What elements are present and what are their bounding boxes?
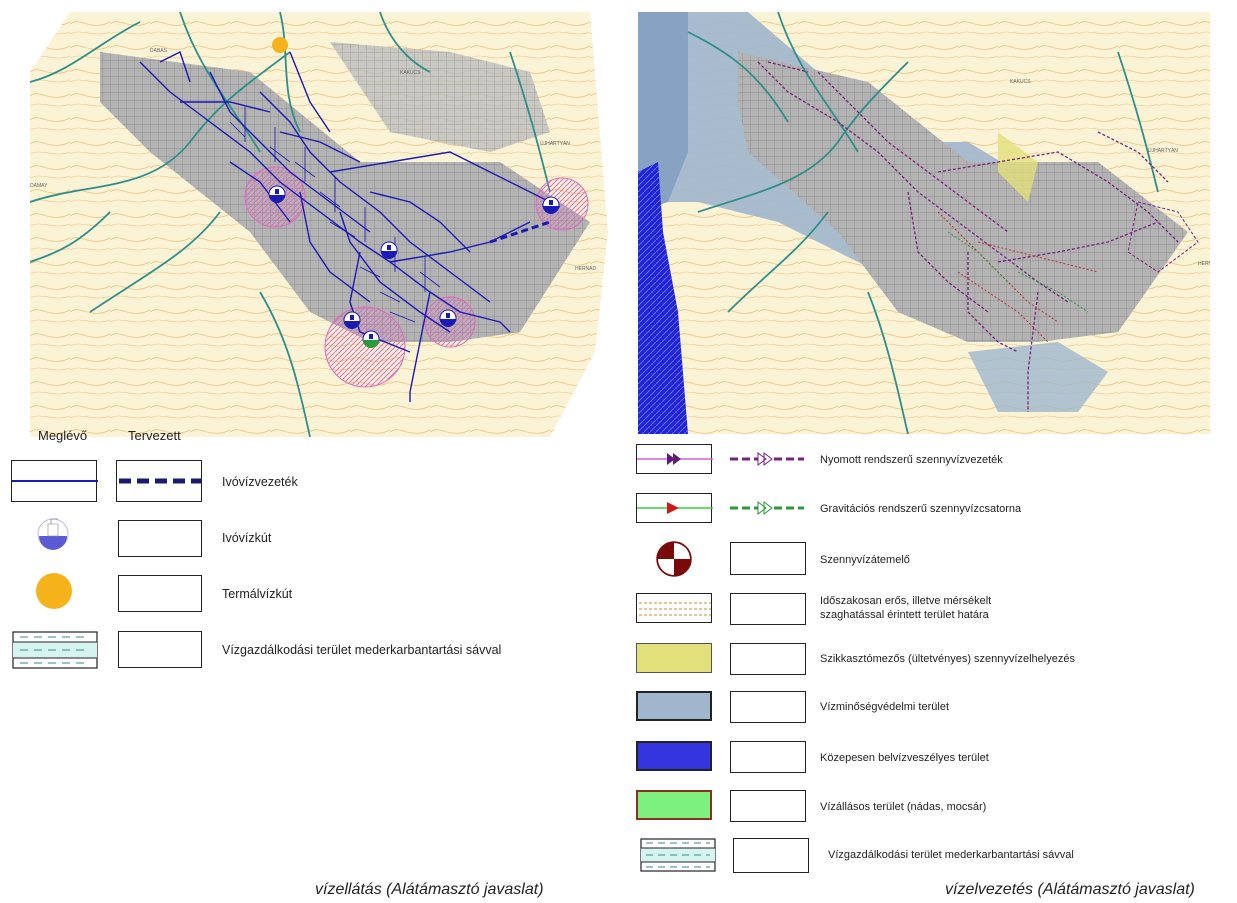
legend-swatch-planned-water-quality (730, 691, 806, 723)
legend-swatch-marsh (636, 790, 712, 820)
pumping-station-icon (655, 540, 693, 583)
legend-swatch-planned-infiltration (730, 643, 806, 675)
legend-label-thermal-well: Termálvízkút (222, 587, 293, 601)
legend-swatch-planned-odour (730, 593, 806, 625)
legend-label-odour-zone: Időszakosan erős, illetve mérsékelt szag… (820, 595, 992, 621)
legend-label-water-quality-protection: Vízminőségvédelmi terület (820, 701, 950, 713)
drinking-well-marker (380, 241, 398, 259)
legend-swatch-gravity-sewer-existing (636, 493, 713, 523)
place-label: ÚJHARTYÁN (540, 140, 570, 147)
place-label: ÚJHARTYÁN (1148, 147, 1178, 154)
legend-label-infiltration: Szikkasztómezős (ültetvényes) szennyvíze… (820, 653, 1075, 665)
legend-swatch-pressure-sewer-planned (728, 448, 806, 475)
legend-swatch-pressure-sewer-existing (636, 444, 713, 474)
thermal-well-icon (35, 572, 73, 615)
drinking-well-marker (343, 311, 361, 329)
legend-swatch-odour-zone (636, 593, 712, 623)
legend-label-water-management: Vízgazdálkodási terület mederkarbantartá… (222, 643, 502, 657)
water-supply-map: KAKUCS DABAS DAMAY HERNÁD ÚJHARTYÁN (30, 12, 608, 437)
legend-swatch-planned-pump (730, 542, 806, 575)
drinking-water-well-icon (33, 514, 73, 559)
place-label: KAKUCS (400, 70, 421, 76)
legend-label-inland-water-risk: Közepesen belvízveszélyes terület (820, 752, 989, 764)
place-label: DAMAY (30, 183, 48, 189)
legend-swatch-planned-water-management (118, 631, 202, 668)
legend-label-marsh: Vízállásos terület (nádas, mocsár) (820, 801, 987, 813)
planned-well-marker (362, 330, 380, 348)
legend-label-drinking-well: Ivóvízkút (222, 531, 272, 545)
legend-swatch-planned-water-management-right (733, 838, 809, 873)
legend-swatch-inland-water-risk (636, 741, 712, 771)
legend-swatch-water-quality-protection (636, 691, 712, 721)
legend-label-water-main: Ivóvízvezeték (222, 475, 298, 489)
legend-label-gravity-sewer: Gravitációs rendszerű szennyvízcsatorna (820, 503, 1022, 515)
legend-swatch-water-management (12, 631, 98, 669)
legend-swatch-planned-marsh (730, 790, 806, 822)
place-label: HERNÁD (1198, 260, 1210, 267)
legend-swatch-planned-well (118, 520, 202, 557)
drinking-well-marker (542, 196, 560, 214)
legend-swatch-planned-water-main (116, 460, 202, 502)
legend-swatch-infiltration (636, 643, 712, 673)
legend-header-existing: Meglévő (38, 428, 88, 443)
place-label: DABAS (150, 48, 168, 54)
legend-swatch-water-management-right (640, 838, 716, 872)
legend-swatch-existing-water-main (11, 460, 98, 502)
drinking-well-marker (268, 185, 286, 203)
drainage-map: KAKUCS ÚJHARTYÁN HERNÁD (638, 12, 1210, 434)
legend-swatch-planned-inland-water (730, 741, 806, 773)
legend-swatch-planned-thermal (118, 575, 202, 612)
legend-label-pressure-sewer: Nyomott rendszerű szennyvízvezeték (820, 454, 1003, 466)
caption-drainage: vízelvezetés (Alátámasztó javaslat) (945, 881, 1195, 898)
thermal-well-marker (272, 37, 288, 53)
place-label: KAKUCS (1010, 79, 1031, 85)
legend-label-pumping-station: Szennyvízátemelő (820, 554, 910, 566)
place-label: HERNÁD (575, 265, 597, 272)
legend-swatch-gravity-sewer-planned (728, 497, 806, 524)
legend-label-water-management-right: Vízgazdálkodási terület mederkarbantartá… (828, 849, 1074, 861)
caption-water-supply: vízellátás (Alátámasztó javaslat) (315, 881, 544, 898)
legend-header-planned: Tervezett (128, 428, 181, 443)
drinking-well-marker (439, 309, 457, 327)
